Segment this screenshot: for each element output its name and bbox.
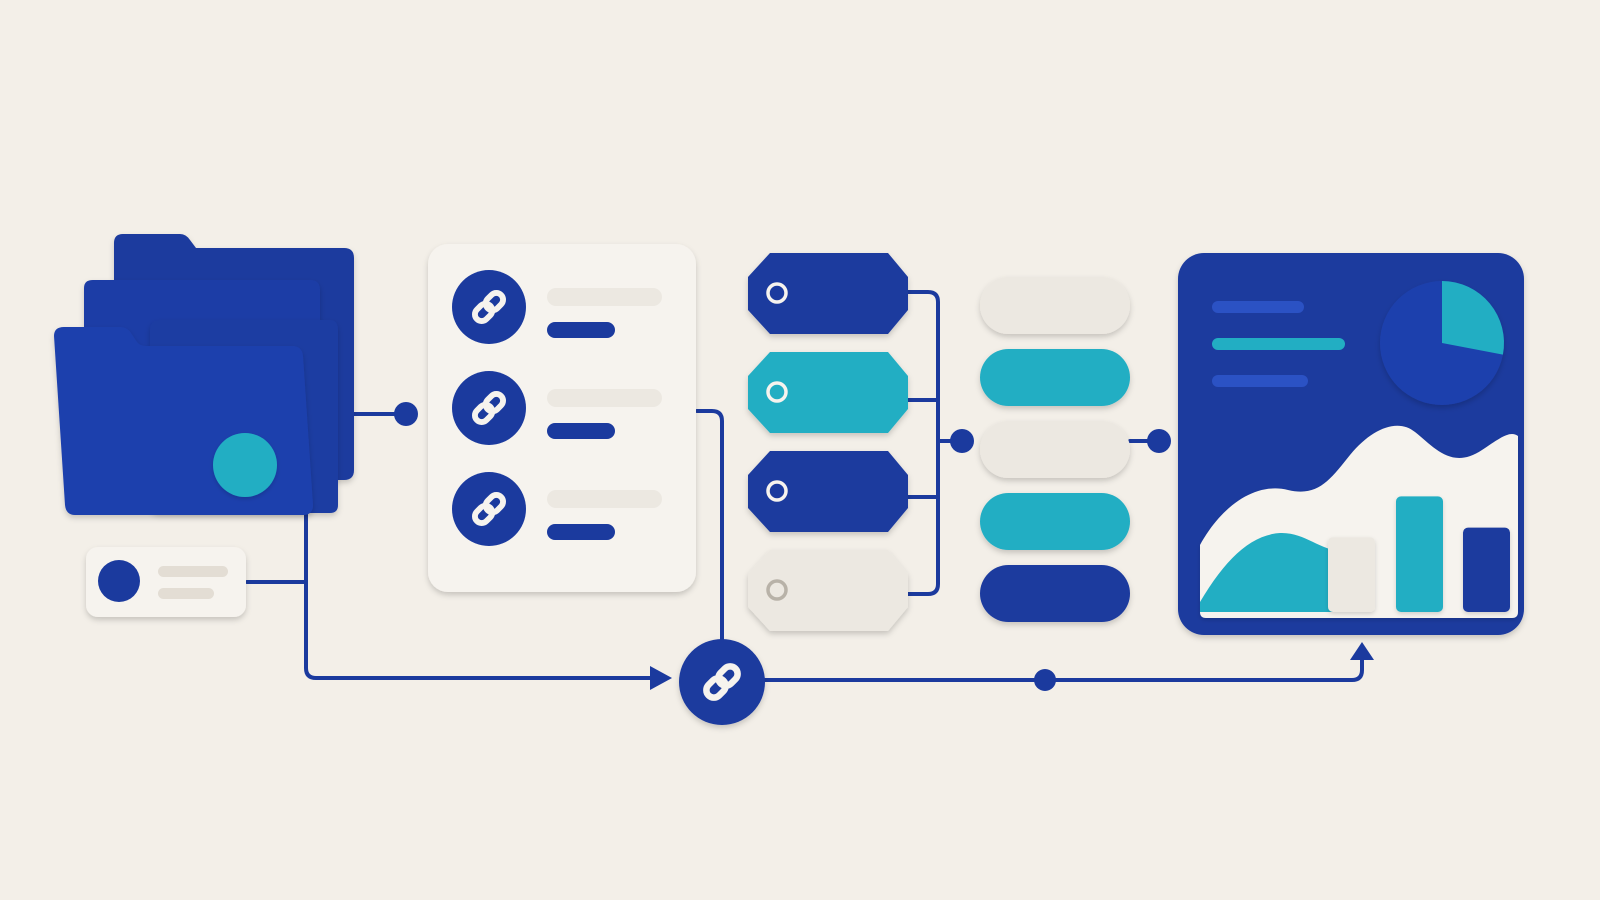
pill-cream[interactable] <box>980 421 1130 478</box>
pill-navy[interactable] <box>980 565 1130 622</box>
pill-teal[interactable] <box>980 493 1130 550</box>
document-row-line <box>547 490 662 508</box>
connector-link-to-dashboard <box>760 654 1364 682</box>
connector-dots <box>394 402 1171 691</box>
tag-body <box>748 451 908 532</box>
document-row-line <box>547 524 615 540</box>
connector-dot <box>1147 429 1171 453</box>
document-row-line <box>547 389 662 407</box>
arrow-right-icon <box>650 666 672 690</box>
pie-chart-icon <box>1380 281 1504 405</box>
document-row-line <box>547 288 662 306</box>
dashboard-text-line <box>1212 338 1345 350</box>
connector-dot <box>394 402 418 426</box>
tag-icon[interactable] <box>748 451 908 532</box>
avatar <box>98 560 140 602</box>
bar-cream <box>1328 537 1375 612</box>
connector-document-down <box>695 409 724 642</box>
tag-hole <box>766 579 788 601</box>
pill-list <box>980 277 1130 622</box>
folder-icon <box>54 327 313 515</box>
document-row[interactable] <box>452 472 662 546</box>
document-row-line <box>547 322 615 338</box>
link-chain-icon <box>472 492 506 526</box>
status-dot <box>213 433 277 497</box>
tag-icon[interactable] <box>748 352 908 433</box>
tag-hole <box>766 282 788 304</box>
dashboard-text-line <box>1212 301 1304 313</box>
link-chain-icon <box>703 663 741 701</box>
connector-dot <box>1034 669 1056 691</box>
dashboard-text-line <box>1212 375 1308 387</box>
tag-icon[interactable] <box>748 253 908 334</box>
connector-lines <box>245 290 1364 682</box>
tag-icon[interactable] <box>748 550 908 631</box>
document-link-list <box>452 270 662 546</box>
connector-folder-down <box>304 513 657 680</box>
dashboard-panel <box>1178 253 1524 635</box>
pill-cream[interactable] <box>980 277 1130 334</box>
pill-teal[interactable] <box>980 349 1130 406</box>
tag-body <box>748 550 908 631</box>
connector-dot <box>950 429 974 453</box>
link-chain-icon <box>472 391 506 425</box>
tag-hole <box>766 381 788 403</box>
pie-slice <box>1442 281 1504 355</box>
link-node[interactable] <box>679 639 765 725</box>
area-front <box>1200 532 1345 612</box>
bar-navy <box>1463 527 1510 612</box>
folder-stack <box>54 234 354 515</box>
tag-list <box>748 253 908 631</box>
document-row[interactable] <box>452 371 662 445</box>
tag-body <box>748 253 908 334</box>
link-chain-icon <box>472 290 506 324</box>
profile-line <box>158 588 214 599</box>
tag-body <box>748 352 908 433</box>
profile-line <box>158 566 228 577</box>
connector-tags-bracket <box>904 290 964 596</box>
arrow-up-icon <box>1350 642 1374 660</box>
bar-teal <box>1396 496 1443 612</box>
bar-chart-icon <box>1328 496 1510 612</box>
document-row-line <box>547 423 615 439</box>
tag-hole <box>766 480 788 502</box>
document-row[interactable] <box>452 270 662 344</box>
